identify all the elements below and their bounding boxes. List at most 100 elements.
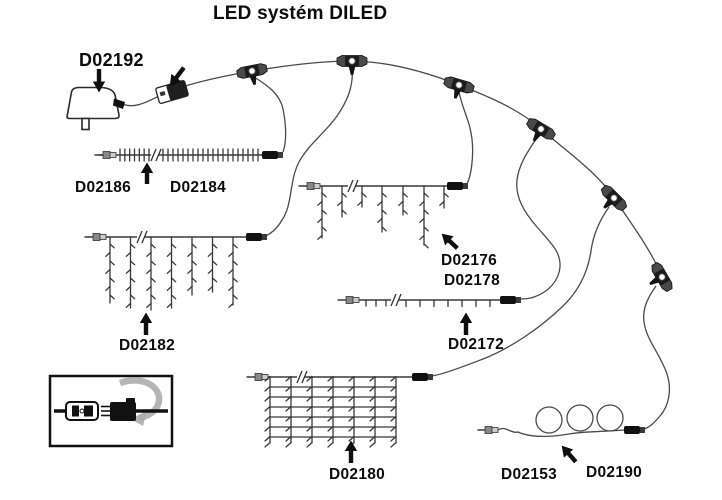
net-light (327, 385, 334, 392)
net-light (285, 385, 292, 392)
curtain-strand (228, 236, 238, 308)
strand-light (398, 200, 404, 206)
strand-light (423, 192, 429, 198)
t-connector-2 (336, 55, 368, 75)
net-light (306, 441, 313, 448)
drop-cable-1 (253, 76, 287, 153)
strand-light (105, 268, 111, 274)
break-symbol (136, 230, 148, 244)
string-light-d02186-d02184 (94, 148, 283, 162)
label-d02176: D02176 (441, 252, 498, 269)
net-light (327, 405, 334, 412)
net-light (285, 435, 292, 442)
arrow-power-adapter (92, 69, 106, 93)
connector-right (246, 233, 267, 241)
strand-light (105, 285, 111, 291)
strand-light (166, 251, 173, 257)
light-ticks (365, 299, 387, 307)
light-ticks (405, 299, 491, 308)
strand-light (357, 200, 363, 206)
t-connectors (236, 55, 673, 292)
net-light (348, 405, 355, 412)
diagram-title: LED systém DILED (213, 3, 388, 24)
arrow-string-d02186-d02184 (140, 162, 154, 184)
icicle-strand (398, 185, 408, 216)
icicle-strand (439, 185, 449, 209)
net-light (390, 395, 397, 402)
curtain-strand (166, 236, 177, 309)
net-light (348, 435, 355, 442)
strand-light (109, 260, 115, 266)
net-light (327, 435, 334, 442)
adapter-prong (81, 117, 90, 131)
main-cable (120, 60, 663, 278)
connector-right (624, 426, 645, 434)
strand-light (129, 260, 136, 266)
curtain-strand (187, 236, 197, 296)
female-connector (65, 401, 99, 421)
label-d02186: D02186 (75, 179, 132, 196)
label-d02182: D02182 (119, 337, 176, 354)
net-light (390, 425, 397, 432)
net-light (369, 405, 376, 412)
net-light (348, 425, 355, 432)
strand-light (381, 226, 387, 232)
net-light (264, 375, 271, 382)
curtain-strand (125, 236, 136, 309)
strand-light (150, 260, 156, 266)
net-light (264, 395, 271, 402)
strand-light (150, 294, 156, 300)
strand-light (232, 294, 238, 300)
strand-light (317, 200, 323, 206)
arrow-coil-d02153-d02190 (561, 445, 578, 464)
drop-cable-5 (431, 206, 610, 377)
strand-light (207, 268, 214, 274)
net-light (306, 395, 313, 402)
strand-light (146, 251, 152, 257)
connector-right (447, 182, 468, 190)
strand-light (187, 251, 193, 257)
strand-light (129, 277, 136, 283)
strand-light (125, 302, 132, 308)
label-d02172: D02172 (448, 336, 505, 353)
net-light (369, 435, 376, 442)
plug-left (477, 426, 499, 434)
net-light (264, 415, 271, 422)
connector-right (500, 296, 521, 304)
string-light-d02172 (337, 293, 521, 308)
connector-right (412, 373, 433, 381)
strand-light (129, 294, 136, 300)
strand-light (228, 285, 234, 291)
strand-light (170, 277, 177, 283)
net-light (390, 415, 397, 422)
strand-light (377, 217, 383, 223)
strand-light (381, 192, 387, 198)
extension-coil-d02153-d02190 (477, 404, 645, 438)
strand-light (187, 268, 193, 274)
net-grid (264, 375, 397, 448)
plug-left (337, 296, 360, 304)
icicle-strand (317, 185, 327, 240)
plug-left (298, 182, 321, 190)
light-ticks (162, 148, 259, 162)
drop-cable-6 (642, 285, 671, 430)
net-light (390, 441, 397, 448)
curtain-strand (146, 236, 156, 311)
net-light (369, 375, 376, 382)
net-light (390, 405, 397, 412)
strand-light (207, 285, 214, 291)
label-d02153: D02153 (501, 466, 558, 483)
strand-light (109, 294, 115, 300)
strand-light (150, 243, 156, 249)
drop-cable-2 (265, 67, 353, 237)
net-light (306, 435, 313, 442)
label-d02190: D02190 (586, 464, 643, 481)
strand-light (146, 302, 152, 308)
plug-left (246, 373, 269, 381)
drop-cable-3 (458, 91, 474, 185)
strand-light (419, 217, 425, 223)
net-light (306, 385, 313, 392)
plug-left (84, 233, 107, 241)
strand-light (187, 285, 193, 291)
strand-light (170, 243, 177, 249)
